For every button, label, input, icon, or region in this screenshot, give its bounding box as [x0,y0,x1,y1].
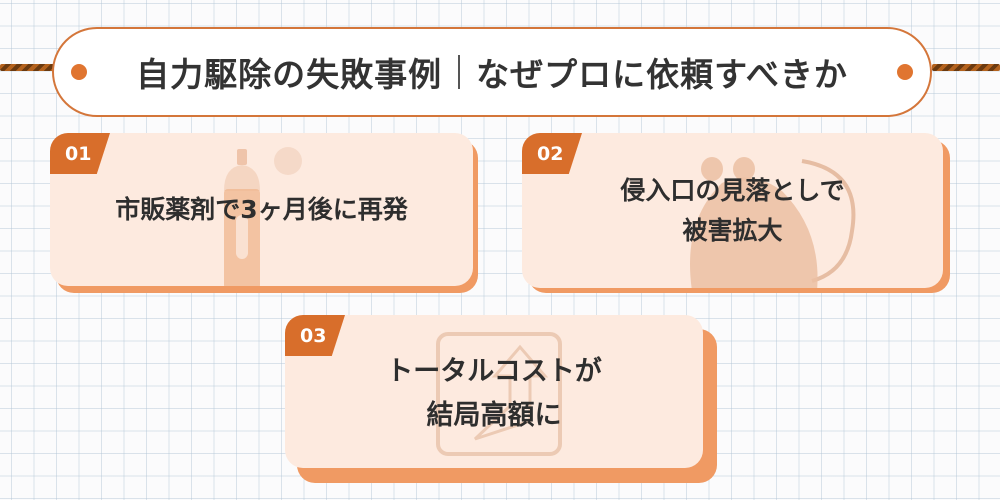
card-face: 03 トータルコストが 結局高額に [285,315,703,468]
card-text: 侵入口の見落としで 被害拡大 [522,133,943,288]
title-part-1: 自力駆除の失敗事例 [136,54,443,94]
case-number: 01 [65,142,92,165]
bullet-dot-icon [897,64,913,80]
title-part-2: なぜプロに依頼すべきか [476,54,848,94]
card-text-line: 被害拡大 [682,215,783,245]
case-number: 03 [300,324,327,347]
title-banner: 自力駆除の失敗事例 なぜプロに依頼すべきか [52,27,932,117]
card-text-line: 侵入口の見落としで [620,175,845,205]
rope-left [0,64,55,71]
failure-case-card-1: 01 市販薬剤で3ヶ月後に再発 [50,133,478,293]
card-text: 市販薬剤で3ヶ月後に再発 [50,133,473,286]
case-number-badge: 01 [50,133,110,174]
spray-can-icon [224,147,302,286]
failure-case-card-2: 02 侵入口の見落としで 被害拡大 [522,133,950,293]
bullet-dot-icon [71,64,87,80]
card-face: 02 侵入口の見落としで 被害拡大 [522,133,943,288]
card-text: トータルコストが 結局高額に [285,315,703,468]
failure-case-card-3: 03 トータルコストが 結局高額に [285,315,717,483]
card-face: 01 市販薬剤で3ヶ月後に再発 [50,133,473,286]
case-number-badge: 02 [522,133,582,174]
card-text-line: トータルコストが [386,355,602,387]
card-text-line: 市販薬剤で3ヶ月後に再発 [115,194,408,224]
case-number: 02 [537,142,564,165]
title-separator [458,54,461,89]
rising-cost-arrow-icon [436,332,562,456]
page-title: 自力駆除の失敗事例 なぜプロに依頼すべきか [100,29,884,114]
mouse-icon [690,157,856,288]
card-text-line: 結局高額に [426,399,562,431]
rope-right [932,64,1000,71]
